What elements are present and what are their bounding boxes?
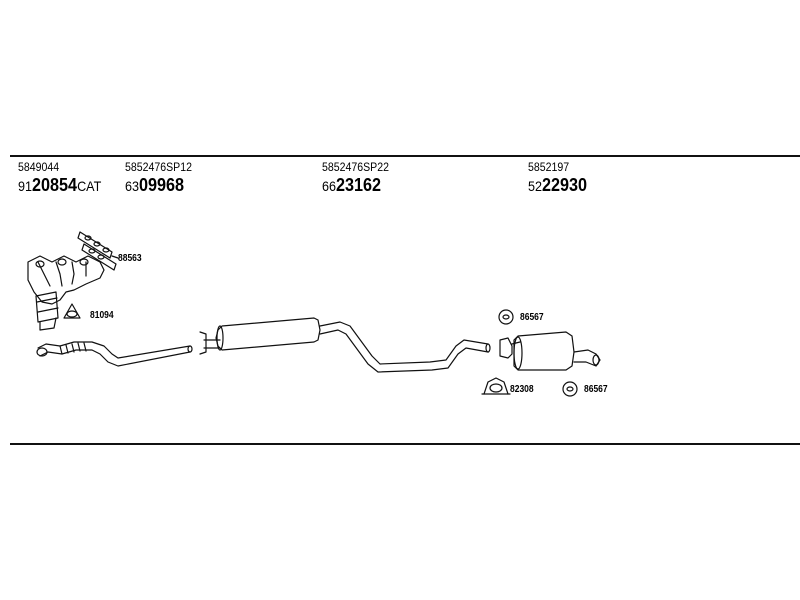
exhaust-clamp [481, 377, 511, 395]
label-mount-upper: 86567 [520, 312, 544, 323]
oe-reference: 5852476SP12 [125, 160, 192, 174]
part-header-catalyst: 5849044 9120854CAT [18, 160, 111, 197]
part-code: 5222930 [528, 175, 588, 195]
top-divider [10, 155, 800, 157]
front-pipe [36, 341, 193, 367]
label-sealing-ring: 81094 [90, 310, 114, 321]
label-gasket: 88563 [118, 253, 142, 264]
label-clamp: 82308 [510, 384, 534, 395]
middle-silencer [199, 317, 491, 373]
rubber-mount-upper [498, 309, 514, 325]
part-header-rear-silencer: 5852197 5222930 [528, 160, 594, 197]
rear-silencer [499, 331, 601, 371]
part-header-front-pipe: 5852476SP12 6309968 [125, 160, 201, 197]
oe-reference: 5849044 [18, 160, 60, 174]
bottom-divider [10, 443, 800, 445]
sealing-ring [63, 303, 81, 319]
exhaust-manifold-catalyst [27, 255, 105, 331]
rubber-mount-lower [562, 381, 578, 397]
part-code: 9120854CAT [18, 175, 102, 195]
manifold-gasket [77, 231, 119, 271]
label-mount-lower: 86567 [584, 384, 608, 395]
part-header-middle-silencer: 5852476SP22 6623162 [322, 160, 398, 197]
oe-reference: 5852476SP22 [322, 160, 389, 174]
oe-reference: 5852197 [528, 160, 570, 174]
part-code: 6309968 [125, 175, 185, 195]
part-code: 6623162 [322, 175, 382, 195]
